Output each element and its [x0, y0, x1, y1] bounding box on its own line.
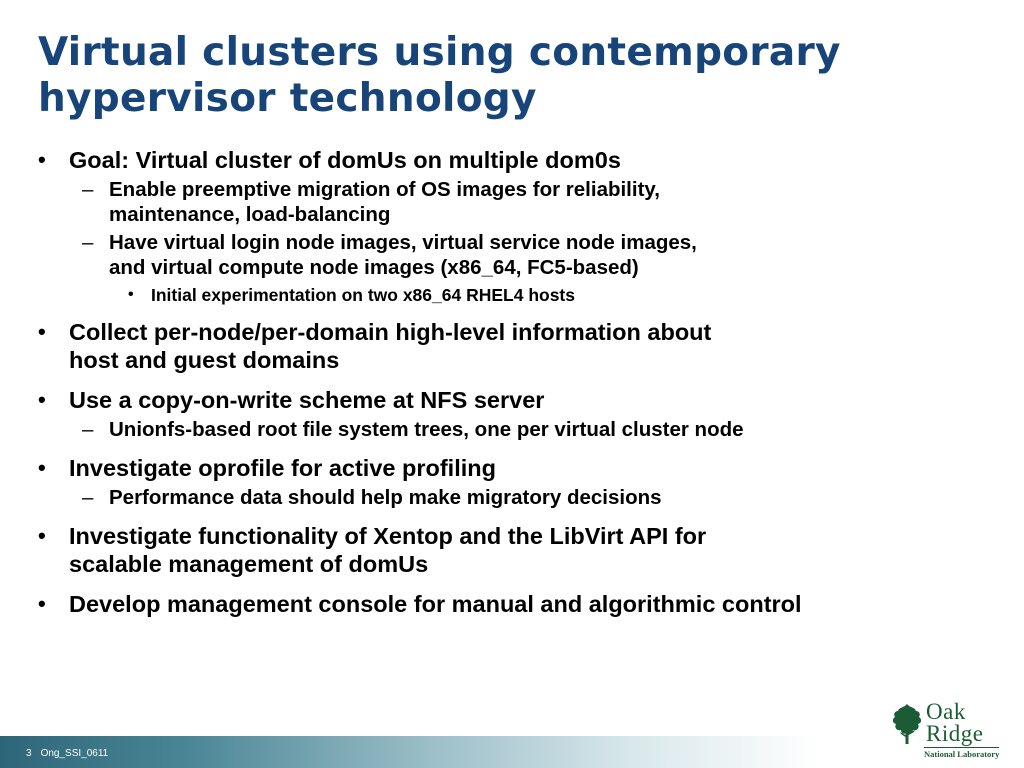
slide-title-line-1: Virtual clusters using contemporary — [38, 30, 841, 75]
logo-word-oak: Oak — [926, 699, 966, 724]
logo-subtitle: National Laboratory — [924, 747, 1000, 759]
bullet-text-line: host and guest domains — [69, 347, 340, 373]
bullet-level-1: Goal: Virtual cluster of domUs on multip… — [38, 146, 978, 174]
bullet-text-line: Initial experimentation on two x86_64 RH… — [151, 285, 575, 305]
bullet-text-line: maintenance, load-balancing — [109, 203, 391, 226]
footer-bar — [0, 736, 1024, 768]
bullet-list: Goal: Virtual cluster of domUs on multip… — [38, 146, 978, 618]
bullet-level-2: Enable preemptive migration of OS images… — [38, 177, 978, 227]
logo-word-ridge: Ridge — [926, 721, 984, 746]
document-id: Ong_SSI_0611 — [40, 748, 109, 759]
page-number: 3 — [26, 748, 32, 759]
bullet-text-line: Performance data should help make migrat… — [109, 486, 662, 509]
bullet-text-line: Goal: Virtual cluster of domUs on multip… — [69, 147, 621, 173]
bullet-level-1: Investigate functionality of Xentop and … — [38, 522, 978, 578]
bullet-text-line: Develop management console for manual an… — [69, 591, 802, 617]
bullet-level-3: Initial experimentation on two x86_64 RH… — [38, 284, 978, 306]
oak-ridge-logo: Oak Ridge National Laboratory — [890, 700, 1010, 762]
bullet-text-line: Have virtual login node images, virtual … — [109, 231, 697, 254]
oak-leaf-icon — [892, 704, 922, 744]
bullet-text-line: Enable preemptive migration of OS images… — [109, 178, 660, 201]
bullet-text-line: scalable management of domUs — [69, 551, 429, 577]
bullet-level-1: Collect per-node/per-domain high-level i… — [38, 318, 978, 374]
bullet-text-line: Collect per-node/per-domain high-level i… — [69, 319, 712, 345]
bullet-level-2: Performance data should help make migrat… — [38, 485, 978, 510]
footer: 3 Ong_SSI_0611 — [26, 748, 108, 759]
bullet-level-1: Use a copy-on-write scheme at NFS server — [38, 386, 978, 414]
slide-title: Virtual clusters using contemporary hype… — [38, 30, 998, 122]
bullet-text-line: Use a copy-on-write scheme at NFS server — [69, 387, 545, 413]
bullet-level-1: Investigate oprofile for active profilin… — [38, 454, 978, 482]
bullet-level-2: Unionfs-based root file system trees, on… — [38, 417, 978, 442]
bullet-level-2: Have virtual login node images, virtual … — [38, 230, 978, 280]
slide-title-line-2: hypervisor technology — [38, 76, 537, 121]
bullet-text-line: Investigate functionality of Xentop and … — [69, 523, 707, 549]
bullet-text-line: and virtual compute node images (x86_64,… — [109, 256, 639, 279]
bullet-level-1: Develop management console for manual an… — [38, 590, 978, 618]
bullet-text-line: Investigate oprofile for active profilin… — [69, 455, 496, 481]
bullet-text-line: Unionfs-based root file system trees, on… — [109, 418, 744, 441]
